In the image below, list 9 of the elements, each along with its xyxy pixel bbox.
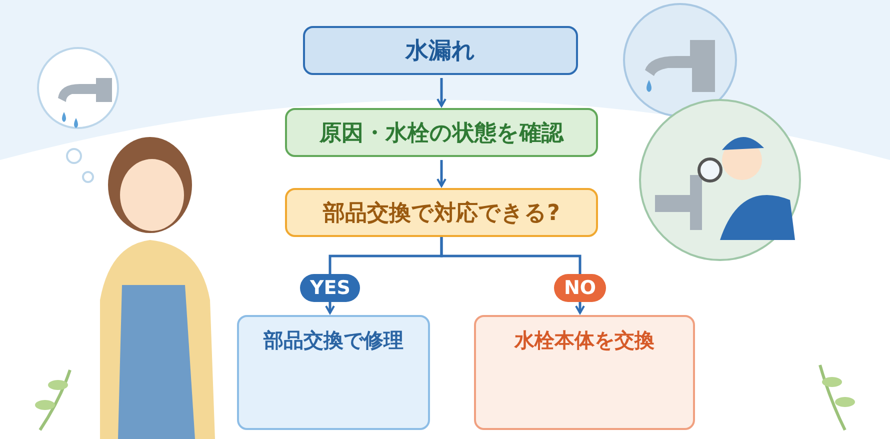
edge-label: NO [554,274,606,302]
edge-label: YES [300,274,360,302]
decision-box: 部品交換で対応できる? [285,188,598,237]
process-box: 水漏れ [303,26,578,75]
result-box: 部品交換で修理 [237,315,430,430]
arrow [436,160,446,187]
arrow [436,78,446,107]
process-box: 原因・水栓の状態を確認 [285,108,598,157]
result-box: 水栓本体を交換 [474,315,695,430]
